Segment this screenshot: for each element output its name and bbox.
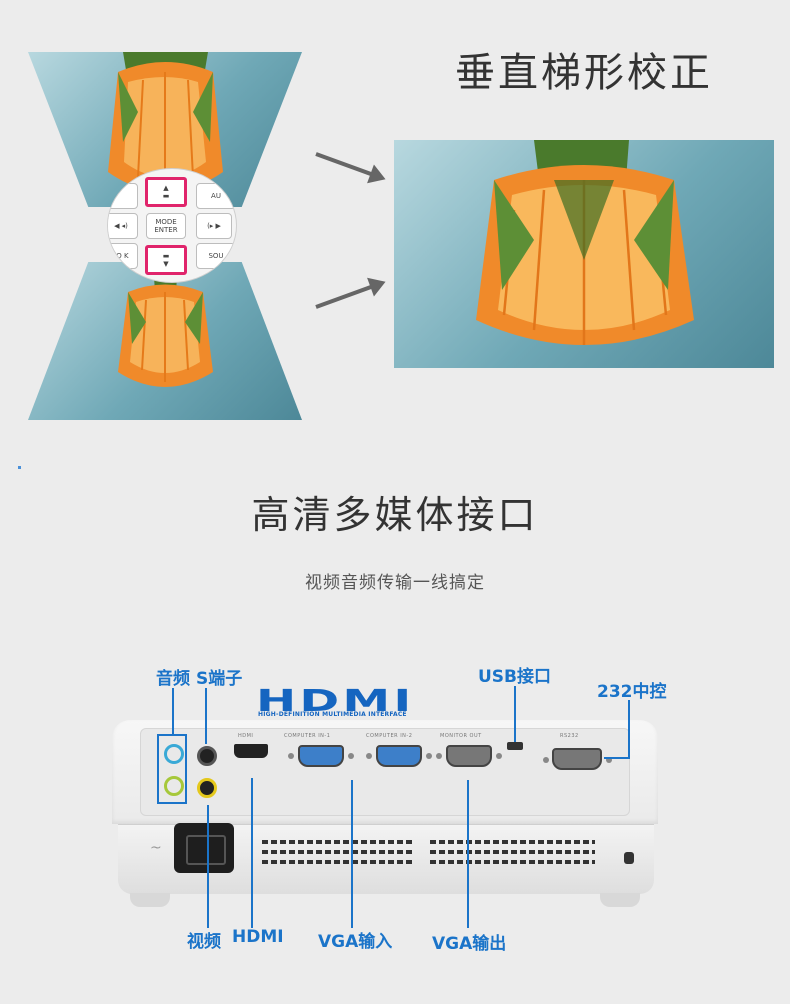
ac-symbol-icon: ~ — [150, 840, 162, 856]
flower-illustration — [118, 262, 213, 387]
hdmi-callout: HDMI — [232, 927, 284, 947]
rs232-port — [552, 748, 602, 770]
volume-right-icon: (▸ ▶ — [207, 222, 221, 230]
s-video-callout-line — [205, 688, 207, 744]
decorative-dot — [18, 466, 21, 469]
audio-port-bottom — [164, 776, 184, 796]
vga-in-callout-line — [351, 780, 353, 928]
vga-out-callout: VGA输出 — [432, 934, 507, 954]
s-video-port — [197, 746, 217, 766]
rs232-callout-line — [604, 757, 630, 759]
projector-port-panel — [140, 728, 630, 816]
arrow-right-icon — [315, 281, 383, 309]
hdmi-logo: HDMI — [256, 684, 415, 719]
screw-icon — [426, 753, 432, 759]
keystone-before-bottom-image — [28, 262, 302, 420]
volume-up-key[interactable]: (▸ ▶ — [196, 213, 232, 239]
eco-blank-key[interactable]: CO K — [108, 243, 138, 269]
keypad-top-left-key — [108, 183, 138, 209]
vga-out-callout-line — [467, 780, 469, 928]
vent-grille — [430, 860, 595, 864]
triangle-up-icon: ▲▬ — [162, 184, 170, 200]
projector-foot — [600, 893, 640, 907]
screw-icon — [543, 757, 549, 763]
vent-grille — [262, 850, 412, 854]
vga-input-1-port — [298, 745, 344, 767]
audio-callout-line — [172, 688, 174, 734]
hdmi-callout-line — [251, 778, 253, 928]
auto-key[interactable]: AU — [196, 183, 236, 209]
screw-icon — [496, 753, 502, 759]
interfaces-subtitle: 视频音频传输一线搞定 — [305, 573, 485, 593]
screw-icon — [606, 757, 612, 763]
source-key[interactable]: SOU — [196, 243, 236, 269]
power-socket — [174, 823, 234, 873]
vga-output-port — [446, 745, 492, 767]
screw-icon — [436, 753, 442, 759]
mode-enter-key[interactable]: MODE ENTER — [146, 213, 186, 239]
video-port — [197, 778, 217, 798]
hdmi-tagline: HIGH-DEFINITION MULTIMEDIA INTERFACE — [258, 711, 407, 718]
vent-grille — [262, 860, 412, 864]
vent-grille — [430, 840, 595, 844]
keystone-up-key[interactable]: ▲▬ — [145, 177, 187, 207]
usb-port — [507, 742, 523, 750]
vent-grille — [262, 840, 412, 844]
vga-input-2-port — [376, 745, 422, 767]
usb-callout: USB接口 — [478, 667, 552, 687]
rs232-callout: 232中控 — [597, 682, 667, 702]
computer-in-2-label: COMPUTER IN-2 — [366, 733, 413, 739]
volume-down-key[interactable]: ◀ ◂) — [108, 213, 138, 239]
video-callout: 视频 — [187, 932, 221, 952]
projector-foot — [130, 893, 170, 907]
rs232-port-label: RS232 — [560, 733, 579, 739]
screw-icon — [366, 753, 372, 759]
screw-icon — [348, 753, 354, 759]
vent-grille — [430, 850, 595, 854]
keystone-after-image — [394, 140, 774, 368]
audio-port-top — [164, 744, 184, 764]
interfaces-title: 高清多媒体接口 — [251, 493, 539, 537]
volume-left-icon: ◀ ◂) — [114, 222, 128, 230]
flower-illustration — [476, 140, 694, 345]
monitor-out-label: MONITOR OUT — [440, 733, 482, 739]
hdmi-port — [234, 744, 268, 758]
triangle-down-icon: ▬▼ — [162, 252, 170, 268]
remote-keypad: ▲▬ AU ◀ ◂) MODE ENTER (▸ ▶ CO K ▬▼ SOU — [107, 168, 237, 283]
s-video-callout: S端子 — [196, 669, 243, 689]
screw-icon — [288, 753, 294, 759]
keystone-down-key[interactable]: ▬▼ — [145, 245, 187, 275]
rs232-callout-line — [628, 700, 630, 758]
usb-callout-line — [514, 686, 516, 742]
video-callout-line — [207, 805, 209, 928]
flower-illustration — [108, 52, 223, 192]
audio-callout: 音频 — [156, 669, 190, 689]
vga-in-callout: VGA输入 — [318, 932, 393, 952]
keystone-title: 垂直梯形校正 — [455, 50, 713, 96]
computer-in-1-label: COMPUTER IN-1 — [284, 733, 331, 739]
hdmi-port-label: HDMI — [238, 733, 254, 739]
audio-callout-frame — [157, 734, 187, 804]
arrow-right-icon — [315, 152, 383, 180]
kensington-lock-icon — [624, 852, 634, 864]
